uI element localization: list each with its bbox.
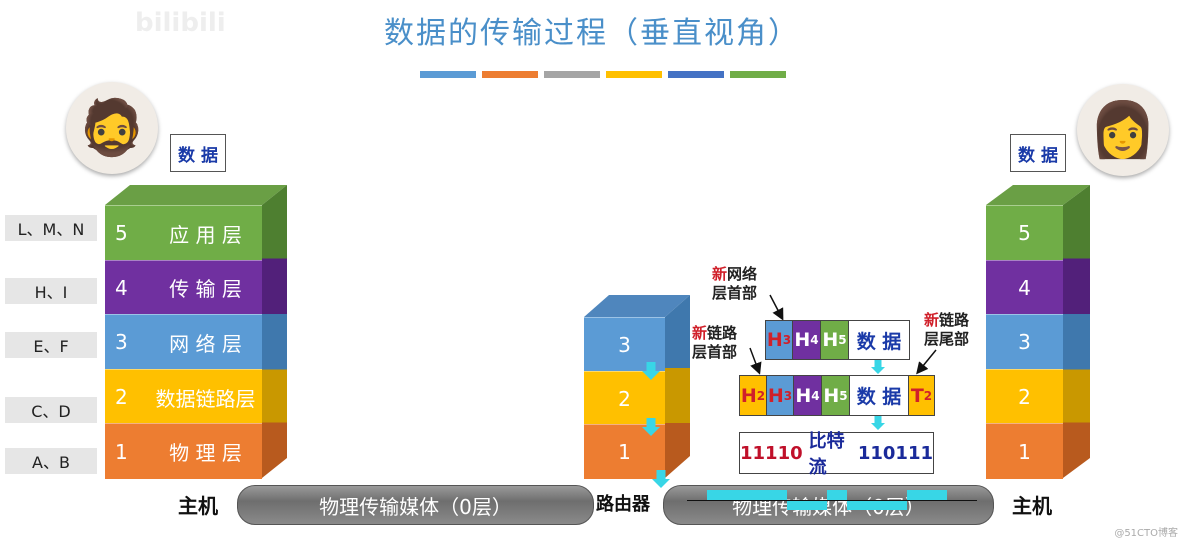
layer-4: 4 传 输 层 [105, 259, 262, 316]
right-host-label: 主机 [1012, 494, 1052, 518]
layer-name: 应 用 层 [169, 222, 242, 247]
layer-number: 5 [115, 221, 128, 246]
device-label: H、I [5, 278, 97, 304]
layer-2: 2 [986, 368, 1063, 425]
left-media-pipe: 物理传输媒体（0层） [237, 485, 594, 525]
layer-name: 物 理 层 [169, 441, 242, 466]
stack-side [262, 185, 287, 478]
bits-right: 110111 [857, 442, 933, 464]
color-bar-segment [544, 71, 600, 78]
stack-top [584, 295, 690, 317]
stack-top [986, 185, 1090, 205]
male-avatar-icon: 🧔 [66, 82, 158, 174]
layer-name: 传 输 层 [169, 277, 242, 302]
layer-name: 网 络 层 [169, 331, 242, 356]
down-arrow-icon [642, 362, 660, 380]
bit-signal [687, 490, 977, 512]
stack-side [665, 295, 690, 478]
layer-number: 2 [115, 385, 128, 410]
router-label: 路由器 [596, 494, 650, 515]
device-label: L、M、N [5, 215, 97, 241]
down-arrow-icon [871, 416, 885, 430]
bits-left: 11110 [740, 442, 803, 464]
layer-number: 1 [115, 439, 128, 464]
data-box-left: 数 据 [170, 134, 226, 172]
new-network-header-note: 新网络层首部 [712, 265, 758, 302]
footer-watermark: @51CTO博客 [1114, 528, 1178, 539]
layer-number: 1 [1018, 439, 1031, 464]
layer-4: 4 [986, 259, 1063, 316]
left-host-stack: 5 应 用 层 4 传 输 层 3 网 络 层 2 数据链路层 1 物 理 层 [105, 185, 287, 479]
right-host-stack: 5 4 3 2 1 [986, 185, 1090, 479]
layer-1: 1 物 理 层 [105, 423, 262, 479]
watermark: bilibili [135, 8, 226, 38]
down-arrow-icon [652, 470, 670, 488]
layer-number: 4 [1018, 275, 1031, 300]
color-bar-segment [482, 71, 538, 78]
color-bar-segment [668, 71, 724, 78]
layer-2: 2 [584, 370, 665, 426]
layer-3: 3 网 络 层 [105, 314, 262, 370]
layer-number: 5 [1018, 221, 1031, 246]
layer-3: 3 [986, 314, 1063, 370]
router-stack: 3 2 1 [584, 295, 690, 480]
layer-1: 1 [986, 423, 1063, 479]
color-bar-segment [606, 71, 662, 78]
left-host-label: 主机 [178, 494, 218, 518]
data-payload: 数 据 [850, 376, 909, 415]
color-bar-segment [420, 71, 476, 78]
down-arrow-icon [642, 418, 660, 436]
layer-5: 5 应 用 层 [105, 205, 262, 261]
down-arrow-icon [871, 360, 885, 374]
layer-number: 3 [115, 330, 128, 355]
layer-2: 2 数据链路层 [105, 368, 262, 425]
new-link-trailer-note: 新链路层尾部 [924, 311, 970, 348]
data-payload: 数 据 [856, 330, 902, 353]
layer-number: 3 [1018, 330, 1031, 355]
layer-number: 3 [618, 332, 631, 357]
layer-5: 5 [986, 205, 1063, 261]
new-link-header-note: 新链路层首部 [692, 324, 738, 361]
data-box-right: 数 据 [1010, 134, 1066, 172]
color-bar-segment [730, 71, 786, 78]
layer-number: 1 [618, 440, 631, 465]
slide-title: 数据的传输过程（垂直视角） [384, 16, 800, 51]
stack-top [105, 185, 287, 205]
device-label: E、F [5, 332, 97, 358]
device-label: A、B [5, 448, 97, 474]
layer-number: 4 [115, 275, 128, 300]
layer-name: 数据链路层 [155, 386, 256, 411]
stack-side [1063, 185, 1090, 478]
device-label: C、D [5, 397, 97, 423]
bitstream-box: 11110 比特流 110111 [739, 431, 934, 478]
layer-number: 2 [618, 386, 631, 411]
bitstream-label: 比特流 [808, 431, 845, 478]
layer-number: 2 [1018, 385, 1031, 410]
female-avatar-icon: 👩 [1077, 84, 1169, 176]
